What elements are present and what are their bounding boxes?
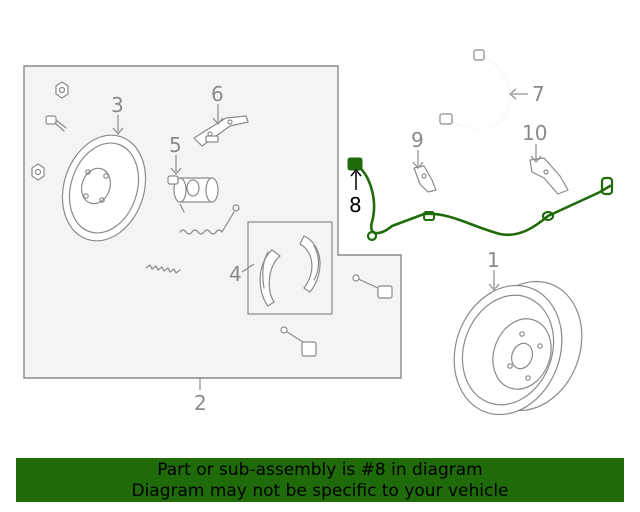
brake-shoe-icon [299, 235, 321, 293]
wheel-cylinder-icon [167, 175, 219, 213]
brake-shoe-icon [259, 249, 281, 307]
banner-line-disclaimer: Diagram may not be specific to your vehi… [131, 481, 509, 501]
callout-9[interactable]: 9 [411, 128, 424, 152]
callout-8-highlighted[interactable]: 8 [349, 193, 362, 217]
hold-down-pin-icon [280, 326, 317, 357]
leader-arrow [212, 117, 224, 125]
hardware-nut-icon [31, 163, 45, 181]
callout-4[interactable]: 4 [229, 262, 242, 286]
leader-arrow [170, 167, 182, 175]
hardware-bolt-icon [45, 115, 67, 132]
leader-arrow [530, 155, 542, 163]
bracket-icon [529, 157, 569, 195]
abs-sensor-harness-icon [347, 157, 614, 242]
part-info-banner: Part or sub-assembly is #8 in diagram Di… [16, 458, 624, 502]
callout-5[interactable]: 5 [169, 133, 182, 157]
hardware-nut-icon [55, 81, 69, 99]
spring-icon [179, 204, 240, 235]
bracket-icon [413, 165, 437, 193]
callout-3[interactable]: 3 [111, 93, 124, 117]
hold-down-pin-icon [352, 274, 393, 299]
callout-1[interactable]: 1 [487, 248, 500, 272]
leader-arrow [509, 88, 517, 100]
leader-arrow [112, 127, 124, 135]
backing-plate-icon [61, 134, 147, 242]
callout-7[interactable]: 7 [532, 82, 545, 106]
spring-icon [145, 264, 181, 274]
leader-arrow-highlighted [350, 168, 362, 177]
adjuster-lever-icon [193, 115, 249, 147]
brake-hose-icon [439, 49, 511, 130]
callout-2[interactable]: 2 [194, 391, 207, 415]
leader-arrow [412, 161, 424, 169]
callout-10[interactable]: 10 [522, 121, 547, 145]
banner-line-part-number: Part or sub-assembly is #8 in diagram [157, 460, 483, 480]
leader-line [241, 263, 255, 273]
leader-arrow [488, 283, 500, 291]
callout-6[interactable]: 6 [211, 82, 224, 106]
brake-drum-icon [453, 280, 583, 416]
